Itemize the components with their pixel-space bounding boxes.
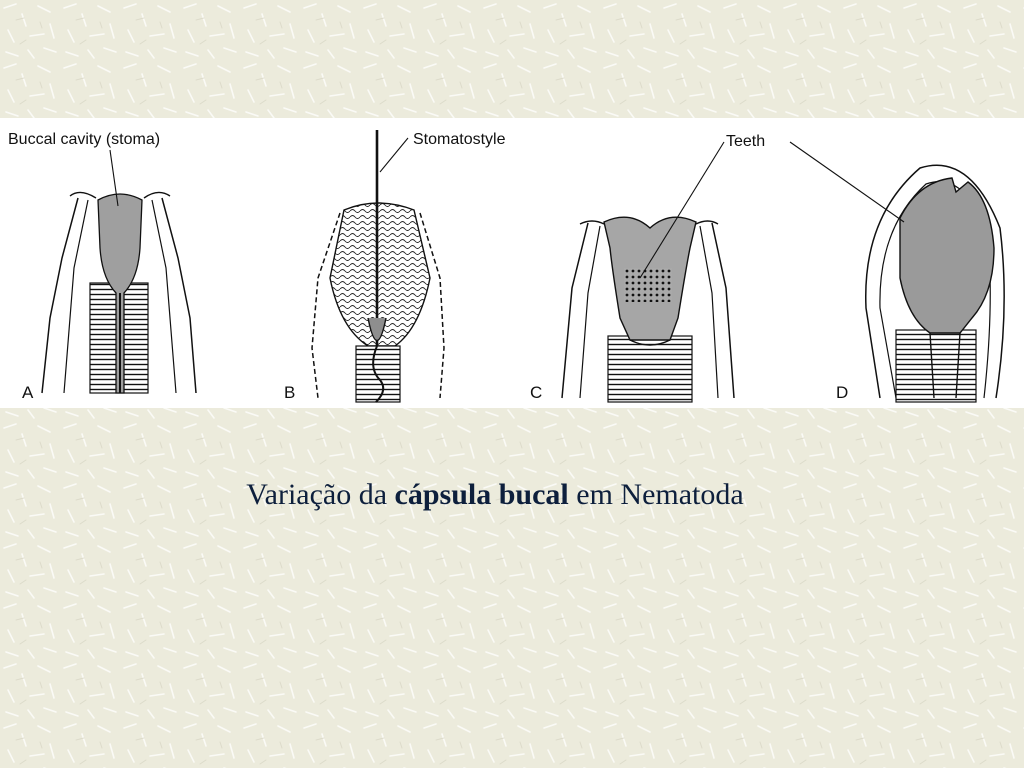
buccal-cavity-label: Buccal cavity (stoma): [8, 131, 160, 148]
panel-d-diagram: [865, 164, 1005, 403]
slide-caption: Variação da cápsula bucal em Nematoda: [0, 478, 990, 512]
caption-text-after: em Nematoda: [568, 478, 744, 511]
panel-letter-a: A: [22, 383, 34, 402]
caption-text-before: Variação da: [246, 478, 395, 511]
teeth-leader-c: [639, 141, 725, 279]
panel-b-diagram: [311, 130, 445, 403]
panel-letter-b: B: [284, 383, 295, 402]
stomatostyle-label: Stomatostyle: [413, 131, 506, 148]
panel-letter-d: D: [836, 383, 848, 402]
nematode-figure-panel: Buccal cavity (stoma) Stomatostyle Teeth…: [0, 118, 1024, 408]
teeth-leader-d: [789, 141, 905, 223]
teeth-label: Teeth: [726, 133, 765, 150]
panel-a-diagram: [41, 191, 197, 394]
panel-letter-c: C: [530, 383, 542, 402]
caption-bold-term: cápsula bucal: [394, 478, 569, 511]
panel-c-diagram: [561, 216, 735, 403]
stomatostyle-leader: [379, 137, 409, 173]
buccal-cavity-leader: [109, 149, 119, 207]
buccal-capsule-diagram: Buccal cavity (stoma) Stomatostyle Teeth…: [8, 130, 1005, 403]
